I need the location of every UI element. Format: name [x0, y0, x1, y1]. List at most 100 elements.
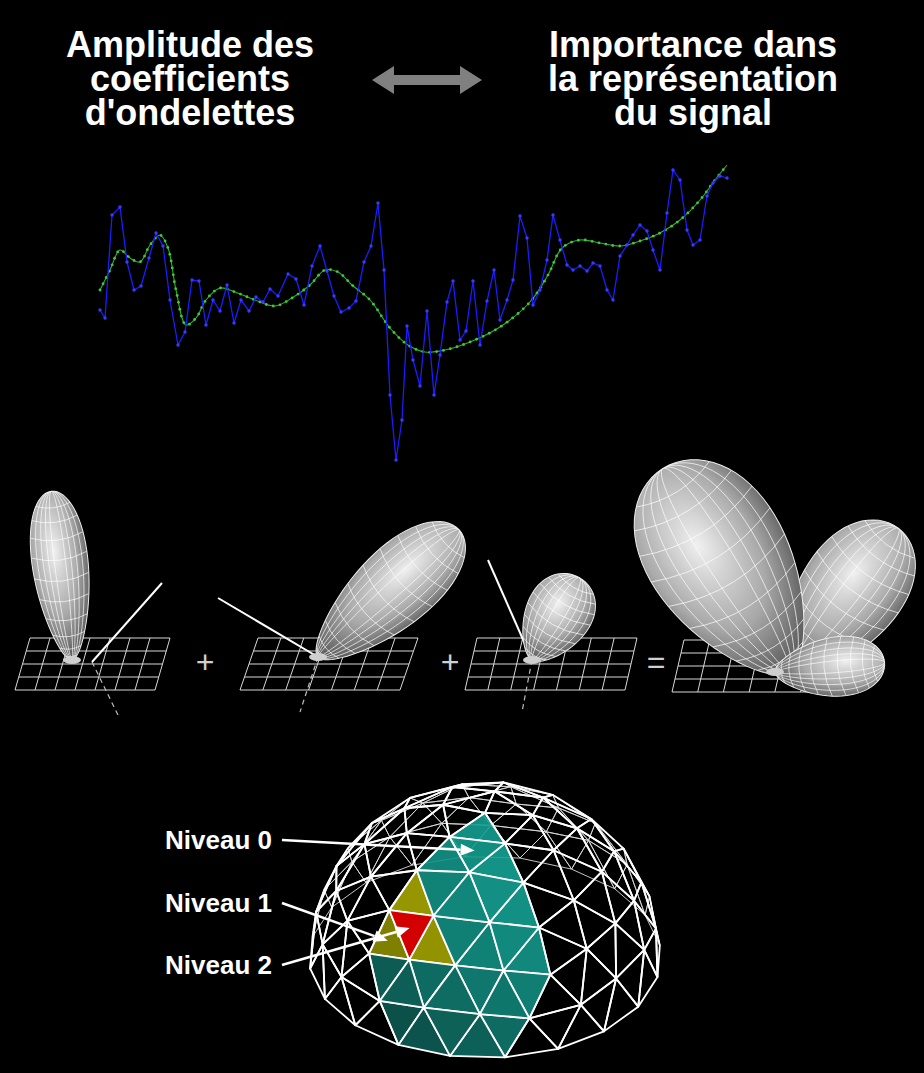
- curve-dot: [182, 321, 185, 324]
- curve-dot: [517, 312, 520, 315]
- curve-dot: [611, 244, 614, 247]
- wire-facet: [355, 1001, 398, 1045]
- wire-facet: [325, 977, 355, 1025]
- lobe-outline: [772, 633, 887, 702]
- signal-dot: [318, 244, 321, 247]
- grid-line: [240, 690, 400, 691]
- mesh-line: [835, 636, 846, 696]
- teal-facet: [424, 965, 480, 1014]
- signal-dot: [268, 287, 271, 290]
- curve-dot: [591, 240, 594, 243]
- signal-dot: [498, 318, 501, 321]
- signal-dot: [176, 343, 179, 346]
- signal-dot: [578, 264, 581, 267]
- curve-dot: [245, 295, 248, 298]
- curve-dot: [380, 314, 383, 317]
- curve-dot: [388, 326, 391, 329]
- curve-dot: [232, 290, 235, 293]
- curve-dot: [279, 303, 282, 306]
- wire-facet: [364, 833, 406, 876]
- header-text: Importance dans la représentation du sig…: [538, 28, 848, 130]
- curve-dot: [336, 270, 339, 273]
- mesh-line: [392, 535, 447, 595]
- curve-dot: [368, 297, 371, 300]
- signal-dot: [400, 418, 403, 421]
- curve-dot: [397, 336, 400, 339]
- curve-dot: [193, 318, 196, 321]
- signal-dot: [438, 353, 441, 356]
- signal-dot: [658, 268, 661, 271]
- signal-dot: [698, 238, 701, 241]
- signal-dot: [411, 358, 414, 361]
- mesh-line: [871, 645, 878, 682]
- signal-dot: [103, 316, 106, 319]
- curve-dot: [676, 221, 679, 224]
- mesh-line: [798, 570, 884, 638]
- curve-dot: [302, 289, 305, 292]
- curve-dot: [99, 289, 102, 292]
- signal-dot: [478, 343, 481, 346]
- signal-dot: [458, 338, 461, 341]
- curve-dot: [166, 246, 169, 249]
- wire-facet: [604, 978, 638, 1031]
- signal-dot: [261, 300, 264, 303]
- signal-dot: [525, 236, 528, 239]
- curve-dot: [127, 255, 130, 258]
- smooth-curve-dots: [99, 168, 725, 353]
- operator-sign: =: [647, 644, 666, 680]
- curve-dot: [686, 212, 689, 215]
- signal-dot: [388, 393, 391, 396]
- level-label: Niveau 1: [165, 888, 272, 918]
- signal-dot: [538, 288, 541, 291]
- curve-dot: [239, 293, 242, 296]
- signal-dot: [225, 283, 228, 286]
- wire-facet: [529, 1005, 580, 1049]
- mesh-line: [848, 637, 859, 694]
- mesh-line: [297, 507, 480, 681]
- signal-dot: [451, 279, 454, 282]
- curve-dot: [341, 274, 344, 277]
- operator-sign: +: [196, 644, 215, 680]
- curve-dot: [173, 280, 176, 283]
- curve-dot: [213, 290, 216, 293]
- grid-line: [19, 677, 159, 678]
- mesh-line: [520, 626, 565, 655]
- signal-dot: [204, 323, 207, 326]
- mesh-line: [34, 572, 89, 584]
- signal-dot: [485, 299, 488, 302]
- wire-facet: [602, 872, 634, 924]
- curve-dot: [317, 274, 320, 277]
- signal-dot: [471, 279, 474, 282]
- curve-dot: [598, 241, 601, 244]
- curve-dot: [670, 225, 673, 228]
- signal-dot: [232, 321, 235, 324]
- curve-dot: [645, 237, 648, 240]
- pointer-line: [282, 840, 461, 850]
- curve-dot: [329, 268, 332, 271]
- mesh-line: [651, 508, 777, 594]
- signal-dot: [591, 261, 594, 264]
- curve-dot: [632, 242, 635, 245]
- signal-dot: [651, 248, 654, 251]
- mesh-line: [53, 631, 85, 638]
- mesh-line: [60, 646, 82, 651]
- signal-dot: [339, 310, 342, 313]
- wire-facet: [543, 798, 591, 829]
- mesh-line: [826, 536, 909, 602]
- red-facet: [389, 910, 433, 959]
- curve-dot: [435, 350, 438, 353]
- signal-dot: [294, 277, 297, 280]
- signal-dot: [394, 458, 397, 461]
- light-vector: [218, 598, 318, 657]
- curve-dot: [351, 284, 354, 287]
- lobe-surface: [772, 633, 887, 702]
- curve-dot: [469, 341, 472, 344]
- pointer-line: [282, 903, 375, 936]
- teal-facet: [490, 922, 539, 970]
- curve-dot: [658, 232, 661, 235]
- curve-dot: [564, 244, 567, 247]
- curve-dot: [177, 301, 180, 304]
- curve-dot: [116, 251, 119, 254]
- grid-line: [465, 690, 625, 691]
- lobe-glyph: [23, 488, 99, 664]
